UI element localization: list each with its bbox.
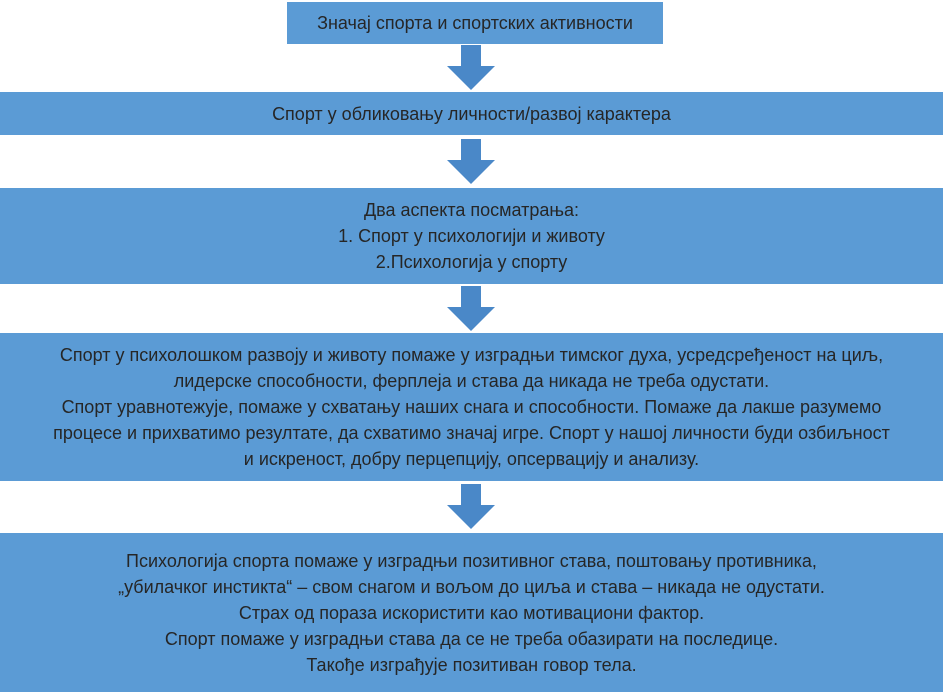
box-text-line: Спорт у обликовању личности/развој карак… [272, 103, 671, 124]
box-text-line: Психологија спорта помаже у изградњи поз… [126, 550, 817, 571]
box-text-line: Спорт у психолошком развоју и животу пом… [59, 345, 884, 365]
flow-box-psych-in-life: Спорт у психолошком развоју и животу пом… [0, 333, 943, 481]
box-text-line: 2.Психологија у спорту [375, 252, 568, 272]
down-arrow-icon [447, 484, 495, 529]
box-text-line: Страх од пораза искористити као мотиваци… [238, 602, 705, 623]
down-arrow-icon [447, 139, 495, 184]
box-text-line: Значај спорта и спортских активности [317, 13, 633, 33]
flow-box-personality: Спорт у обликовању личности/развој карак… [0, 92, 943, 135]
box-text-line: „убилачког инстикта“ – свом снагом и вољ… [118, 576, 825, 597]
flow-box-aspects: Два аспекта посматрања: 1. Спорт у психо… [0, 188, 943, 284]
box-text-line: Спорт помаже у изградњи става да се не т… [164, 628, 779, 649]
box-text-line: Спорт уравнотежује, помаже у схватању на… [61, 397, 882, 417]
flow-box-psychology-in-sport: Психологија спорта помаже у изградњи поз… [0, 533, 943, 692]
box-text-line: 1. Спорт у психологији и животу [338, 226, 605, 246]
box-text-line: Два аспекта посматрања: [363, 200, 580, 220]
box-text-line: и искреност, добру перцепцију, опсерваци… [243, 449, 700, 469]
down-arrow-icon [447, 286, 495, 331]
box-text-line: лидерске способности, ферплеја и става д… [173, 371, 770, 391]
flow-box-significance: Значај спорта и спортских активности [287, 2, 663, 44]
box-text-line: процесе и прихватимо резултате, да схват… [53, 423, 890, 443]
down-arrow-icon [447, 45, 495, 90]
box-text-line: Такође изграђује позитиван говор тела. [306, 654, 637, 675]
